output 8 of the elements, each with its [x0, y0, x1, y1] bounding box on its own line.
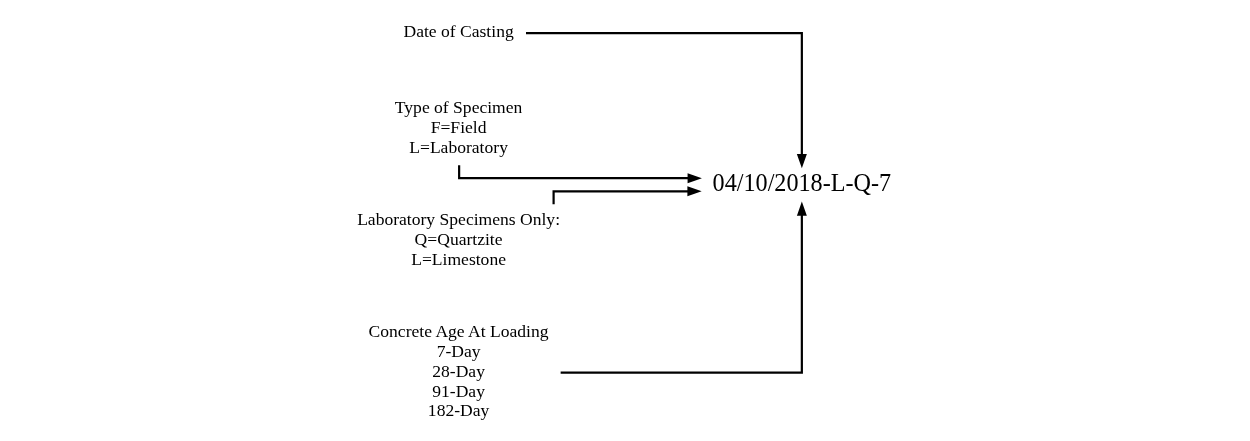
arrow [552, 185, 702, 204]
node-text: Concrete Age At Loading 7-Day 28-Day 91-Day 182-Day [368, 320, 549, 420]
node-text: Date of Casting [403, 20, 514, 41]
node-text: 04/10/2018-L-Q-7 [712, 168, 892, 196]
node-text: Laboratory Specimens Only: Q=Quartzite L=Limestone [357, 208, 561, 269]
node-text: Type of Specimen F=Field L=Laboratory [394, 96, 523, 157]
arrow [560, 201, 807, 374]
arrow [526, 31, 807, 168]
